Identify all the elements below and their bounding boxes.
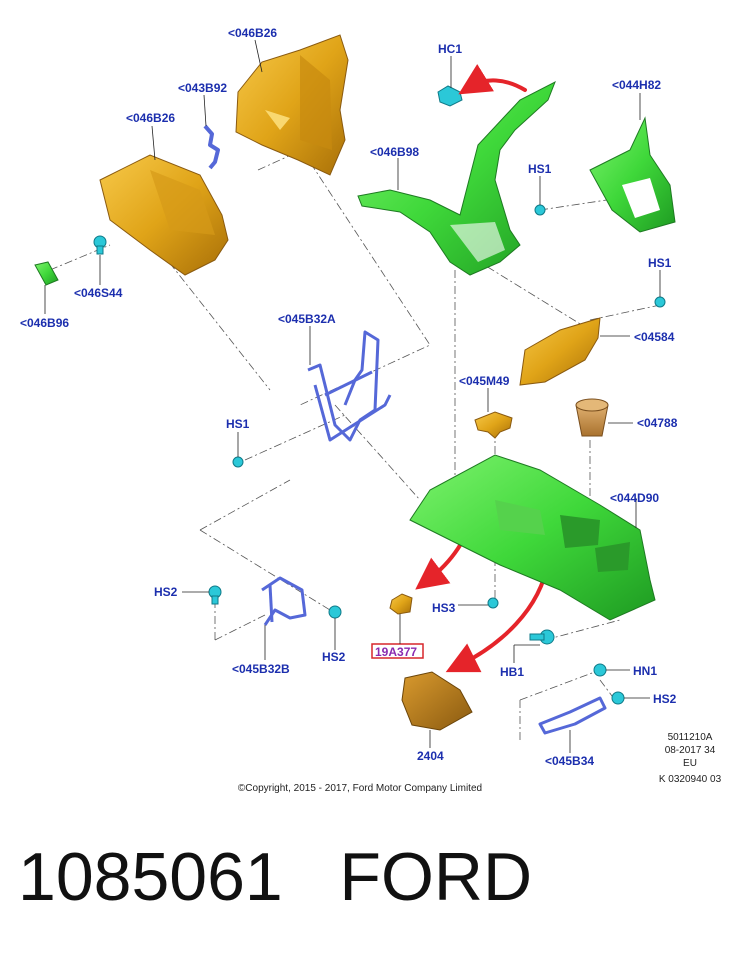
part-046S44-clip bbox=[93, 235, 107, 255]
label-045B32B: <045B32B bbox=[232, 662, 290, 676]
part-HS1-screw-top bbox=[534, 204, 546, 216]
part-045B32B-bracket bbox=[261, 576, 307, 626]
label-HC1: HC1 bbox=[438, 42, 462, 56]
label-046B26-left: <046B26 bbox=[126, 111, 175, 125]
label-046B96: <046B96 bbox=[20, 316, 69, 330]
label-044H82: <044H82 bbox=[612, 78, 661, 92]
part-046B98-console-trim bbox=[357, 80, 556, 276]
part-HN1-nut bbox=[593, 663, 607, 677]
label-043B92: <043B92 bbox=[178, 81, 227, 95]
part-19A377-clip bbox=[389, 593, 413, 615]
label-044D90: <044D90 bbox=[610, 491, 659, 505]
label-HS1-top: HS1 bbox=[528, 162, 552, 176]
part-HS2-screw-right bbox=[611, 691, 625, 705]
part-HS2-screw-left bbox=[208, 585, 222, 605]
part-046B26-side-trim bbox=[99, 154, 229, 276]
part-045B34-bracket bbox=[538, 696, 607, 735]
part-HB1-bolt bbox=[529, 629, 555, 645]
label-HS1-right: HS1 bbox=[648, 256, 672, 270]
part-045M49-bracket bbox=[474, 411, 513, 439]
label-HS2-mid: HS2 bbox=[322, 650, 346, 664]
part-046B26-upper-panel bbox=[235, 34, 349, 176]
label-045M49: <045M49 bbox=[459, 374, 510, 388]
meta-line-3: EU bbox=[683, 758, 697, 769]
meta-line-4: K 0320940 03 bbox=[659, 774, 722, 785]
label-19A377: 19A377 bbox=[375, 645, 417, 659]
part-044D90-floor-console bbox=[409, 454, 656, 621]
highlight-box-19A377 bbox=[371, 643, 424, 659]
part-044H82-shifter-bezel bbox=[589, 116, 676, 233]
copyright-notice: ©Copyright, 2015 - 2017, Ford Motor Comp… bbox=[238, 783, 482, 794]
part-HS1-screw-left bbox=[232, 456, 244, 468]
part-number: 1085061 bbox=[18, 839, 283, 915]
part-04788-cup-holder bbox=[575, 398, 609, 437]
label-HS2-right: HS2 bbox=[653, 692, 677, 706]
label-04584: <04584 bbox=[634, 330, 675, 344]
brand-name: FORD bbox=[339, 839, 533, 915]
label-2404: 2404 bbox=[417, 749, 444, 763]
label-HS3: HS3 bbox=[432, 601, 456, 615]
part-labels: <046B26 <043B92 <046B26 <046S44 <046B96 … bbox=[20, 26, 678, 768]
meta-line-2: 08-2017 34 bbox=[665, 745, 716, 756]
label-045B34: <045B34 bbox=[545, 754, 594, 768]
diagram-metadata: 5011210A 08-2017 34 EU K 0320940 03 bbox=[659, 732, 722, 785]
part-046B96-cover bbox=[34, 261, 59, 286]
part-045B32A-bracket bbox=[307, 330, 392, 442]
label-HS1-left: HS1 bbox=[226, 417, 250, 431]
label-046S44: <046S44 bbox=[74, 286, 123, 300]
label-HB1: HB1 bbox=[500, 665, 524, 679]
part-043B92-bracket bbox=[203, 124, 220, 170]
label-HN1: HN1 bbox=[633, 664, 657, 678]
part-number-caption: 1085061 FORD bbox=[18, 838, 532, 916]
part-HC1-clip bbox=[437, 85, 463, 107]
label-045B32A: <045B32A bbox=[278, 312, 336, 326]
part-HS2-screw-mid bbox=[328, 605, 342, 619]
label-HS2-left: HS2 bbox=[154, 585, 178, 599]
meta-line-1: 5011210A bbox=[668, 732, 713, 743]
part-2404-shift-boot bbox=[401, 671, 473, 731]
part-HS3-screw bbox=[487, 597, 499, 609]
label-046B98: <046B98 bbox=[370, 145, 419, 159]
part-HS1-screw-right bbox=[654, 296, 666, 308]
label-046B26-top: <046B26 bbox=[228, 26, 277, 40]
part-04584-panel bbox=[519, 317, 601, 386]
label-04788: <04788 bbox=[637, 416, 678, 430]
leader-lines bbox=[44, 39, 661, 753]
